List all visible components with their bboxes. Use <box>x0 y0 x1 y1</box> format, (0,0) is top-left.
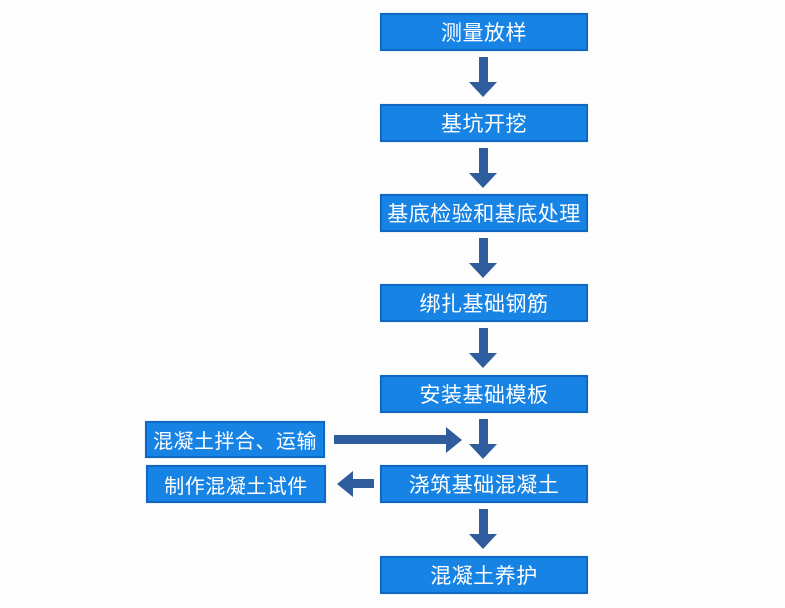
arrow-head <box>469 173 497 188</box>
arrow-head <box>469 263 497 278</box>
step-concrete-curing-label: 混凝土养护 <box>430 565 538 588</box>
arrow-down-4-icon <box>469 328 497 368</box>
arrow-shaft <box>478 57 488 82</box>
step-tie-foundation-rebar-box: 绑扎基础钢筋 <box>380 284 588 322</box>
arrow-head <box>469 353 497 368</box>
arrow-down-3-icon <box>469 238 497 278</box>
step-make-concrete-specimens-box: 制作混凝土试件 <box>146 465 326 503</box>
step-concrete-mixing-transport-label: 混凝土拌合、运输 <box>153 431 317 453</box>
arrow-shaft <box>478 509 488 534</box>
arrow-head <box>337 470 353 497</box>
step-pit-excavation-box: 基坑开挖 <box>380 104 588 142</box>
arrow-pour-to-specimens-icon <box>337 470 374 497</box>
step-concrete-mixing-transport-box: 混凝土拌合、运输 <box>145 421 325 458</box>
arrow-head <box>469 534 497 549</box>
step-pit-excavation-label: 基坑开挖 <box>441 113 527 136</box>
arrow-mixing-into-flow-icon <box>334 426 462 453</box>
step-tie-foundation-rebar-label: 绑扎基础钢筋 <box>419 293 549 316</box>
step-install-formwork-label: 安装基础模板 <box>419 384 549 407</box>
arrow-shaft <box>478 328 488 353</box>
arrow-down-2-icon <box>469 148 497 188</box>
arrow-shaft <box>478 148 488 173</box>
arrow-shaft <box>478 238 488 263</box>
arrow-shaft <box>334 435 446 444</box>
step-make-concrete-specimens-label: 制作混凝土试件 <box>164 475 308 498</box>
step-pour-foundation-concrete-label: 浇筑基础混凝土 <box>408 474 560 497</box>
arrow-down-6-icon <box>469 509 497 549</box>
step-survey-setout-label: 测量放样 <box>441 22 527 45</box>
step-survey-setout-box: 测量放样 <box>380 13 588 51</box>
step-install-formwork-box: 安装基础模板 <box>380 375 588 413</box>
arrow-shaft <box>478 419 488 444</box>
step-base-inspection-treatment-box: 基底检验和基底处理 <box>380 194 588 232</box>
arrow-down-1-icon <box>469 57 497 97</box>
step-concrete-curing-box: 混凝土养护 <box>380 556 588 594</box>
step-pour-foundation-concrete-box: 浇筑基础混凝土 <box>380 465 588 503</box>
arrow-head <box>469 444 497 459</box>
step-base-inspection-treatment-label: 基底检验和基底处理 <box>387 203 581 226</box>
arrow-down-5-icon <box>469 419 497 459</box>
arrow-shaft <box>353 479 374 488</box>
arrow-head <box>446 426 462 453</box>
arrow-head <box>469 82 497 97</box>
